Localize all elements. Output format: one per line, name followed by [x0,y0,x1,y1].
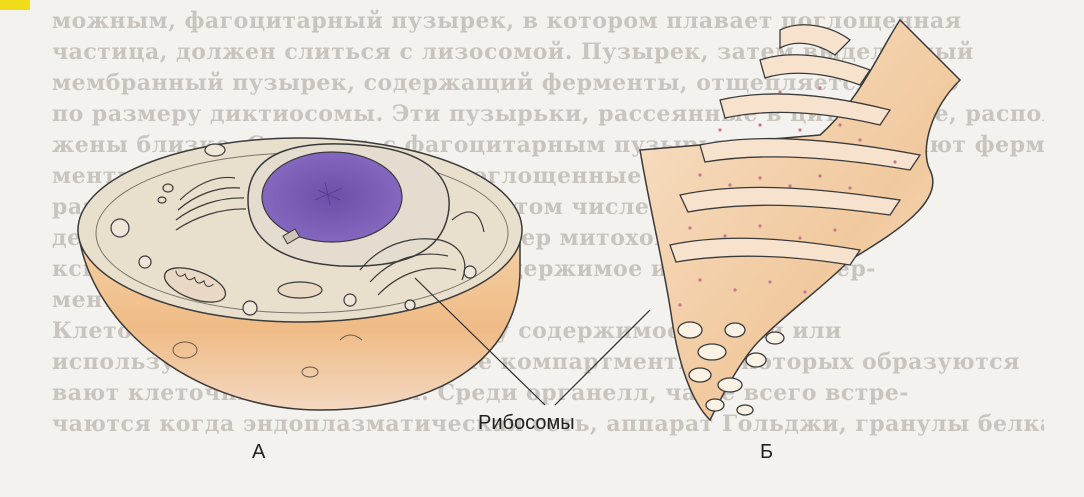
ribosomes-label: Рибосомы [478,412,575,435]
er-body [640,20,960,420]
mitochondrion [278,282,322,298]
er-closeup [640,20,960,420]
animal-cell [78,138,522,410]
panel-b-label: Б [760,441,773,464]
nucleus [262,152,402,242]
panel-a-label: А [252,441,265,464]
